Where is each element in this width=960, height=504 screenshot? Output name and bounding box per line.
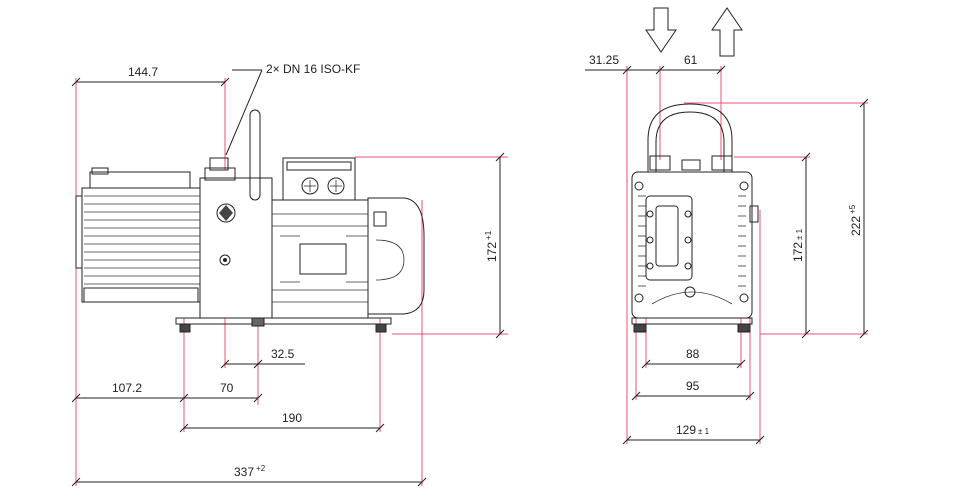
- dim-32-5: 32.5: [271, 347, 295, 361]
- feet-front: [631, 317, 753, 333]
- dim-129-tolerance: ± 1: [698, 427, 710, 436]
- dim-61: 61: [684, 53, 698, 67]
- dim-190: 190: [282, 411, 302, 425]
- dim-144-7: 144.7: [128, 65, 158, 79]
- dim-95: 95: [686, 379, 700, 393]
- side-tick-marks: [71, 77, 505, 487]
- outlet-arrow-up: [711, 7, 743, 57]
- handle-front: [647, 103, 733, 172]
- side-view: 144.7 2× DN 16 ISO-KF 32.5 107.2 70 190 …: [71, 62, 508, 487]
- base-plate-side: [175, 317, 392, 333]
- inlet-arrow-down: [645, 7, 677, 53]
- pump-block-side: [199, 109, 273, 319]
- pump-body-front: [631, 171, 759, 319]
- dim-222-tolerance: +5: [848, 204, 857, 214]
- front-fin-ridges: [638, 195, 746, 287]
- dim-129: 129± 1: [676, 423, 710, 437]
- dim-222-value: 222: [849, 216, 863, 236]
- front-tick-marks: [622, 65, 869, 445]
- dim-337-tolerance: +2: [256, 464, 266, 473]
- pump-housing-side: [271, 197, 425, 319]
- cooling-fins: [84, 195, 200, 285]
- dim-172-side-tolerance: +1: [484, 230, 493, 240]
- dim-172-front: 172± 1: [791, 228, 805, 262]
- dim-88: 88: [686, 347, 700, 361]
- dim-107-2: 107.2: [112, 381, 142, 395]
- dim-337-value: 337: [234, 465, 254, 479]
- side-extension-lines: [75, 78, 508, 486]
- port-label: 2× DN 16 ISO-KF: [266, 62, 360, 76]
- front-extension-lines: [626, 66, 868, 444]
- dim-222: 222+5: [848, 204, 863, 236]
- dim-337: 337+2: [234, 464, 266, 479]
- pump-motor-side: [75, 167, 201, 303]
- terminal-box-side: [282, 157, 356, 201]
- dim-31-25: 31.25: [589, 53, 619, 67]
- dim-172-front-tolerance: ± 1: [795, 228, 804, 240]
- dim-129-value: 129: [676, 423, 696, 437]
- dim-70: 70: [220, 381, 234, 395]
- ports-front: [649, 155, 733, 171]
- dim-172-front-value: 172: [791, 242, 805, 262]
- dim-172-side: 172+1: [484, 230, 499, 262]
- dim-172-side-value: 172: [485, 242, 499, 262]
- side-dimension-lines: [71, 69, 505, 487]
- front-view: 31.25 61 88 95 129± 1 172± 1 222+5: [585, 7, 869, 445]
- front-dimension-lines: [585, 65, 869, 445]
